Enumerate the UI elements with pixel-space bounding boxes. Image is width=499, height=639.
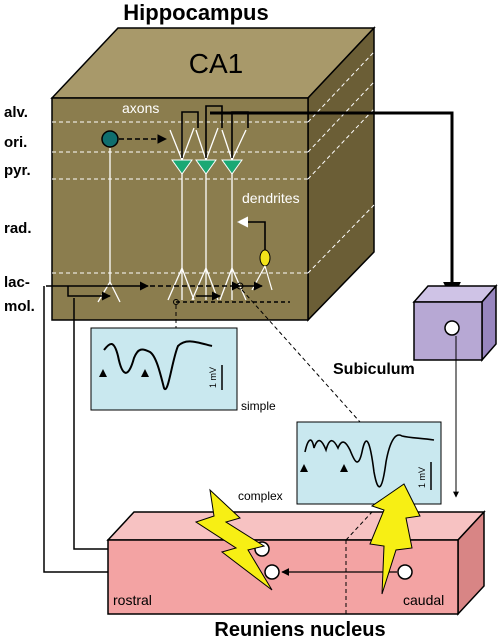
simple-eeg-trace bbox=[103, 340, 213, 391]
complex-scale-label: 1 mV bbox=[417, 467, 427, 488]
simple-trace-box: 1 mV bbox=[90, 327, 238, 411]
complex-recording-link bbox=[241, 289, 361, 423]
rostral-label: rostral bbox=[113, 592, 152, 608]
ca1-to-subiculum-pathway bbox=[210, 111, 461, 300]
subiculum-neuron bbox=[444, 320, 460, 336]
complex-trace-box: 1 mV bbox=[296, 421, 442, 505]
pyramidal-neurons bbox=[97, 124, 247, 303]
caudal-label: caudal bbox=[403, 592, 444, 608]
complex-label: complex bbox=[238, 489, 283, 503]
subiculum-label: Subiculum bbox=[333, 361, 415, 378]
lightning-bolt-icon bbox=[194, 488, 273, 591]
lightning-bolt-icon bbox=[369, 483, 421, 595]
layer-label-alv: alv. bbox=[4, 104, 28, 121]
ca1-front-face bbox=[51, 97, 309, 321]
recording-site-complex bbox=[236, 282, 244, 290]
triangle-marker-icon bbox=[300, 464, 308, 472]
layer-label-lac: lac- bbox=[4, 274, 30, 291]
oriens-interneuron bbox=[101, 130, 119, 148]
radiatum-neuron bbox=[259, 249, 271, 267]
reuniens-neuron-caudal bbox=[397, 564, 413, 580]
radiatum-neuron-axon bbox=[236, 216, 266, 250]
simple-label: simple bbox=[241, 399, 276, 413]
ca1-block bbox=[50, 26, 376, 322]
pyramidal-somata bbox=[171, 159, 243, 175]
triangle-marker-icon bbox=[141, 369, 149, 377]
layer-label-ori: ori. bbox=[4, 134, 27, 151]
axons-label: axons bbox=[122, 100, 159, 116]
reuniens-neuron-rostral-2 bbox=[264, 564, 280, 580]
recording-site-simple bbox=[173, 299, 179, 305]
triangle-marker-icon bbox=[340, 464, 348, 472]
reuniens-afferents-ca1 bbox=[46, 281, 290, 303]
reuniens-title: Reuniens nucleus bbox=[214, 619, 385, 639]
simple-scale-label: 1 mV bbox=[208, 367, 218, 388]
subiculum-block bbox=[412, 284, 498, 362]
hippocampus-title: Hippocampus bbox=[123, 0, 268, 25]
complex-eeg-trace bbox=[304, 434, 435, 488]
layer-label-mol: mol. bbox=[4, 298, 35, 315]
dendrites-label: dendrites bbox=[242, 190, 300, 206]
layer-label-rad: rad. bbox=[4, 220, 32, 237]
triangle-marker-icon bbox=[99, 369, 107, 377]
reuniens-top-face bbox=[106, 511, 486, 541]
ca1-label: CA1 bbox=[189, 48, 243, 79]
layer-label-pyr: pyr. bbox=[4, 162, 31, 179]
